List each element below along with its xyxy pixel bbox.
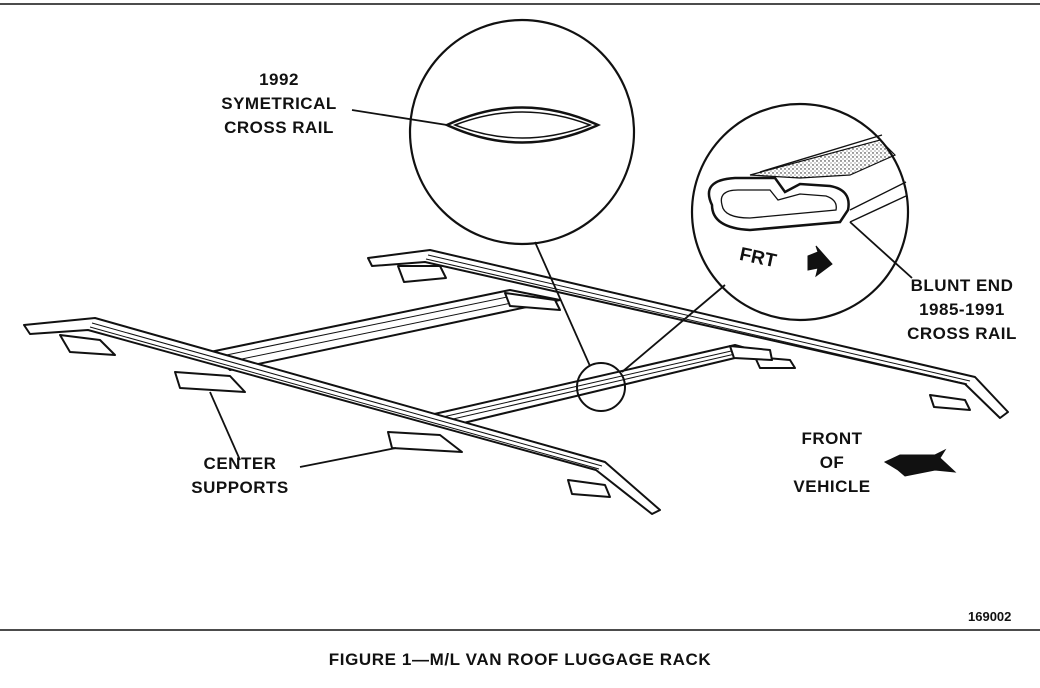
blunt-rail-label: BLUNT END 1985-1991 CROSS RAIL [907,276,1017,343]
leader-blunt-label [849,221,913,279]
front-side-rail [23,317,661,515]
front-cross-rail [429,344,773,426]
front-of-vehicle-arrow-icon [883,448,957,477]
leader-symmetrical-label [351,109,448,126]
leader-center-support-a [209,391,241,461]
figure-number: 169002 [968,609,1012,624]
symmetrical-rail-label: 1992 SYMETRICAL CROSS RAIL [221,70,337,137]
back-side-rail [367,249,1009,419]
frt-arrow-icon [807,245,833,278]
leader-circle-to-intersection-b [621,284,726,373]
center-supports-label: CENTER SUPPORTS [191,454,289,497]
figure-caption: FIGURE 1—M/L VAN ROOF LUGGAGE RACK [328,650,712,669]
leader-center-support-b [299,447,397,468]
leader-circle-to-intersection-a [534,241,591,367]
blunt-rail-detail [690,102,910,322]
rear-cross-rail [209,289,561,371]
symmetrical-rail-detail [408,18,636,246]
front-of-vehicle-label: FRONT OF VEHICLE [793,429,871,496]
intersection-detail-circle [576,362,626,412]
